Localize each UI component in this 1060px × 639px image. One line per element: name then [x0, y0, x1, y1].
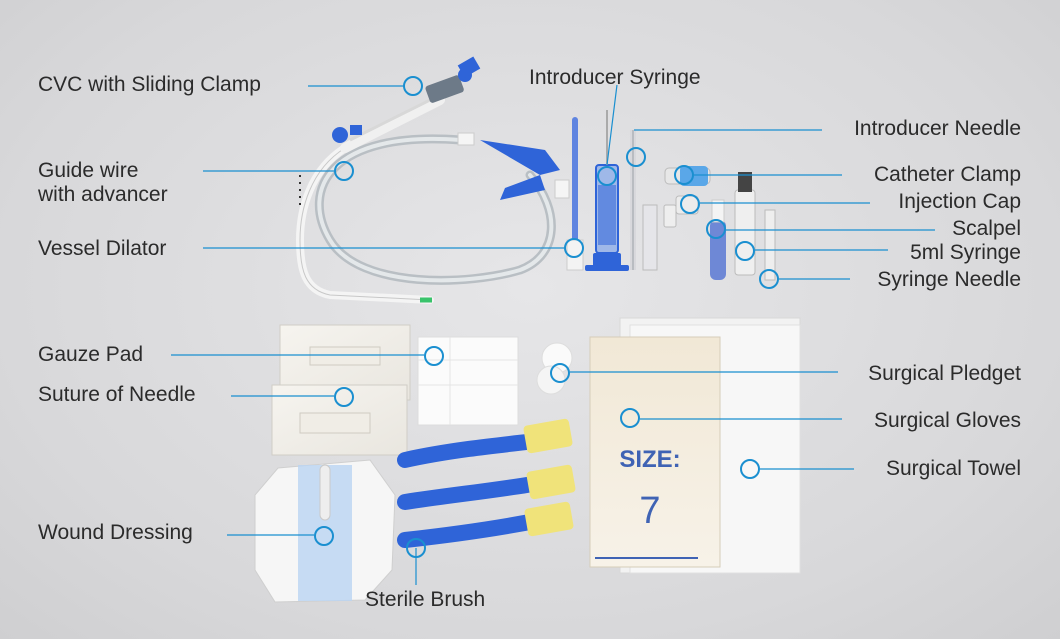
marker-ring-guide-wire: [334, 161, 354, 181]
label-surgical-towel: Surgical Towel: [885, 457, 1021, 480]
label-introducer-needle: Introducer Needle: [854, 117, 1021, 140]
label-scalpel: Scalpel: [952, 217, 1021, 240]
scalpel-art: [710, 220, 726, 280]
syringe-needle-art: [764, 209, 776, 281]
marker-ring-syringe-needle: [759, 269, 779, 289]
introducer-syringe-art: [585, 110, 629, 271]
advancer: [480, 140, 560, 175]
marker-ring-wound-dressing: [314, 526, 334, 546]
glove-packet: SIZE: 7: [589, 336, 721, 568]
label-catheter-clamp: Catheter Clamp: [873, 163, 1021, 186]
glove-size-value: 7: [639, 490, 660, 532]
marker-ring-introducer-syringe: [597, 166, 617, 186]
marker-ring-surgical-gloves: [620, 408, 640, 428]
hub: [425, 75, 464, 103]
gauze-art: [417, 336, 519, 426]
marker-ring-cvc: [403, 76, 423, 96]
marker-ring-vessel-dilator: [564, 238, 584, 258]
marker-ring-surgical-towel: [740, 459, 760, 479]
label-injection-cap: Injection Cap: [898, 190, 1021, 213]
label-wound-dressing: Wound Dressing: [38, 521, 193, 544]
label-cvc: CVC with Sliding Clamp: [38, 73, 261, 96]
wound-dressing-art: [254, 459, 396, 603]
marker-ring-suture: [334, 387, 354, 407]
marker-ring-scalpel: [706, 219, 726, 239]
brushes-art: [397, 418, 576, 548]
packs: [271, 324, 519, 456]
marker-ring-5ml-syringe: [735, 241, 755, 261]
label-surgical-pledget: Surgical Pledget: [868, 362, 1021, 385]
label-gauze-pad: Gauze Pad: [38, 343, 144, 366]
callout-leaders: [171, 76, 935, 585]
marker-ring-surgical-pledget: [550, 363, 570, 383]
label-sterile-brush: Sterile Brush: [365, 588, 486, 611]
label-vessel-dilator: Vessel Dilator: [38, 237, 167, 260]
marker-ring-catheter-clamp: [674, 165, 694, 185]
label-surgical-gloves: Surgical Gloves: [873, 409, 1021, 432]
label-syringe-needle: Syringe Needle: [877, 268, 1021, 291]
marker-ring-injection-cap: [680, 194, 700, 214]
label-guide-wire-2: with advancer: [38, 183, 168, 206]
guide-wire-coil: [314, 132, 570, 285]
marker-ring-gauze-pad: [424, 346, 444, 366]
marker-ring-introducer-needle: [626, 147, 646, 167]
glove-size-label: SIZE:: [619, 446, 680, 473]
label-introducer-syringe: Introducer Syringe: [529, 66, 701, 89]
label-guide-wire-1: Guide wire: [38, 159, 139, 182]
label-suture: Suture of Needle: [38, 383, 196, 406]
introducer-needle-art: [630, 130, 658, 271]
wire-clip: [457, 132, 475, 146]
marker-ring-sterile-brush: [406, 538, 426, 558]
leader-line-introducer-syringe: [606, 84, 618, 166]
label-5ml-syringe: 5ml Syringe: [910, 241, 1021, 264]
